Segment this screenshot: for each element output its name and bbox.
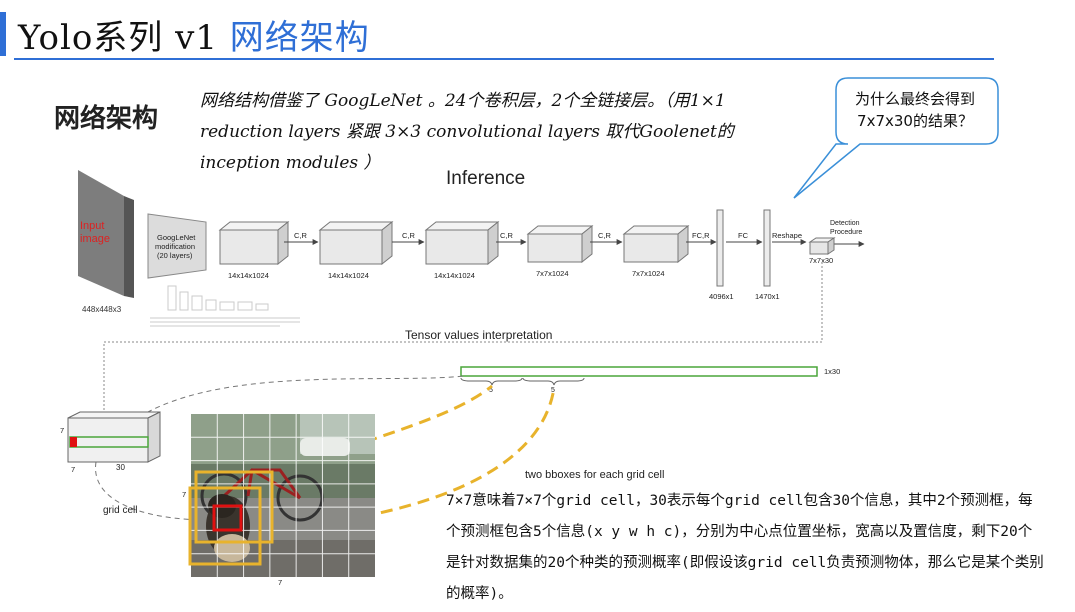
arrow-labels: C,R C,R C,R C,R FC,R FC Reshape xyxy=(294,231,802,240)
googlenet-thumbnail xyxy=(150,285,300,327)
conv-block-5: 7x7x1024 xyxy=(622,224,690,278)
fc-layer-1470 xyxy=(763,209,771,287)
bbox-number-2: 5 xyxy=(551,387,555,394)
output-cube xyxy=(808,237,836,255)
conv-block-4: 7x7x1024 xyxy=(526,224,594,278)
body-text: 7×7意味着7×7个grid cell，30表示每个grid cell包含30个… xyxy=(446,493,1044,602)
callout-text: 为什么最终会得到 7x7x30的结果？ xyxy=(854,90,975,130)
arrow-label: Reshape xyxy=(772,231,802,240)
conv-block-3: 14x14x1024 xyxy=(424,220,500,280)
conv-block-label: 7x7x1024 xyxy=(536,269,569,278)
grid-photo xyxy=(188,414,375,577)
dashed-link-gray xyxy=(111,375,465,441)
input-image-slab xyxy=(78,170,124,296)
cube-height-label: 7 xyxy=(60,426,64,435)
grid-bottom-label: 7 xyxy=(278,578,282,587)
title-divider xyxy=(14,58,994,60)
bbox-braces xyxy=(460,377,585,386)
conv-block-2: 14x14x1024 xyxy=(318,220,394,280)
title-prefix: Yolo系列 v1 xyxy=(18,18,230,58)
conv-block-label: 14x14x1024 xyxy=(434,271,475,280)
fc-1470-label: 1470x1 xyxy=(755,292,780,301)
googlenet-trapezoid xyxy=(147,213,207,279)
arrow-label: C,R xyxy=(294,231,308,240)
title-accent-bar xyxy=(0,12,6,56)
title-highlight: 网络架构 xyxy=(229,18,370,58)
inference-title: Inference xyxy=(446,168,525,189)
fc-4096-label: 4096x1 xyxy=(709,292,734,301)
intro-text: 网络结构借鉴了 GoogLeNet 。24个卷积层，2个全链接层。（用1×1 r… xyxy=(200,91,734,173)
bbox-number-1: 5 xyxy=(489,387,493,394)
conv-blocks: 14x14x1024 14x14x1024 14x14x1024 7x7x1024 7x… xyxy=(218,220,690,280)
arrow-label: FC,R xyxy=(692,231,710,240)
flow-arrows xyxy=(284,239,865,247)
tensor-title: Tensor values interpretation xyxy=(405,328,552,342)
arrow-label: C,R xyxy=(500,231,514,240)
conv-block-label: 14x14x1024 xyxy=(228,271,269,280)
tensor-connector-lines xyxy=(103,262,823,414)
page-title: Yolo系列 v1 网络架构 xyxy=(18,10,370,59)
dashed-link-gray-lower xyxy=(95,461,211,521)
vector-label: 1x30 xyxy=(824,367,840,376)
section-heading: 网络架构 xyxy=(54,104,159,134)
dashed-link-yellow-2 xyxy=(267,387,556,530)
arrow-label: FC xyxy=(738,231,749,240)
vector-1x30 xyxy=(460,366,818,377)
arrow-label: C,R xyxy=(402,231,416,240)
fc-layer-4096 xyxy=(716,209,724,287)
callout-bubble xyxy=(793,77,999,199)
conv-block-1: 14x14x1024 xyxy=(218,220,290,280)
grid-left-label: 7 xyxy=(182,490,186,499)
conv-block-label: 7x7x1024 xyxy=(632,269,665,278)
output-label: 7x7x30 xyxy=(809,256,833,265)
cube-depth-label: 7 xyxy=(71,465,75,474)
cube-width-label: 30 xyxy=(116,463,125,472)
conv-block-label: 14x14x1024 xyxy=(328,271,369,280)
arrow-label: C,R xyxy=(598,231,612,240)
input-size-label: 448x448x3 xyxy=(82,305,122,314)
grid-cell-label: grid cell xyxy=(103,505,137,516)
two-bboxes-text: two bboxes for each grid cell xyxy=(525,469,664,481)
tensor-cube xyxy=(67,411,161,463)
